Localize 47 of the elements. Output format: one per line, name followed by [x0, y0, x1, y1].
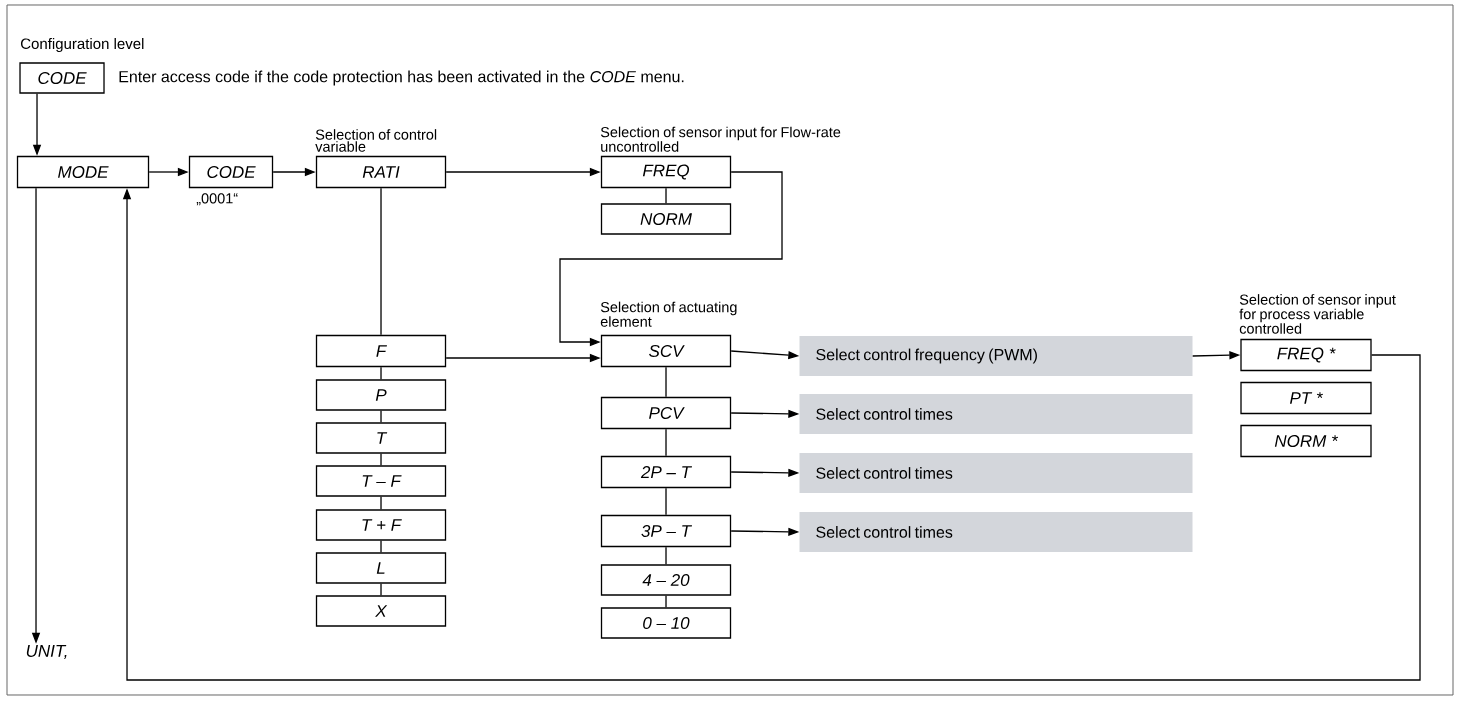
menu-box: FREQ *	[1240, 338, 1372, 372]
action-box: Select control times	[799, 512, 1193, 552]
connector-line	[380, 366, 382, 380]
heading-text: „0001“	[196, 193, 238, 206]
action-box: Select control frequency (PWM)	[799, 336, 1193, 376]
connector-line	[380, 540, 382, 553]
menu-box: NORM	[600, 203, 732, 235]
menu-box: T + F	[315, 509, 447, 541]
menu-box: SCV	[600, 334, 732, 368]
menu-box: F	[315, 334, 447, 368]
menu-box: P	[315, 379, 447, 411]
connector-line	[380, 410, 382, 423]
menu-box: FREQ	[600, 155, 732, 189]
connector-line	[665, 595, 667, 608]
menu-box: L	[315, 552, 447, 584]
action-box: Select control times	[799, 453, 1193, 493]
menu-box: RATI	[315, 155, 447, 189]
menu-box: 4 – 20	[600, 564, 732, 596]
heading-text: Selection of sensor input for process variable controlled	[1239, 294, 1396, 334]
connector-line	[380, 583, 382, 596]
menu-box: X	[315, 595, 447, 627]
menu-box: NORM *	[1240, 424, 1372, 458]
action-box: Select control times	[799, 394, 1193, 434]
menu-box: CODE	[188, 155, 274, 189]
menu-box: CODE	[19, 62, 105, 94]
menu-box: PCV	[600, 396, 732, 430]
menu-box: MODE	[16, 155, 150, 189]
connector-line	[665, 187, 667, 204]
menu-box: PT *	[1240, 381, 1372, 415]
menu-box: 3P – T	[600, 514, 732, 548]
connector-line	[665, 546, 667, 565]
connector-line	[665, 366, 667, 398]
connector-line	[380, 453, 382, 466]
heading-text: Selection of actuating element	[600, 301, 737, 327]
menu-box: 2P – T	[600, 455, 732, 489]
connector-line	[665, 487, 667, 516]
connector-line	[380, 496, 382, 510]
menu-label: UNIT,	[26, 645, 67, 659]
menu-box: T	[315, 422, 447, 454]
heading-text: Selection of control variable	[315, 129, 437, 152]
connector-line	[665, 428, 667, 457]
title: Configuration level	[21, 38, 144, 52]
connector-line	[380, 187, 382, 336]
menu-box: 0 – 10	[600, 607, 732, 639]
heading-text: Enter access code if the code protection has been activated in the CODE menu.	[119, 70, 684, 86]
menu-box: T – F	[315, 465, 447, 497]
heading-text: Selection of sensor input for Flow-rate uncontrolled	[600, 126, 841, 152]
